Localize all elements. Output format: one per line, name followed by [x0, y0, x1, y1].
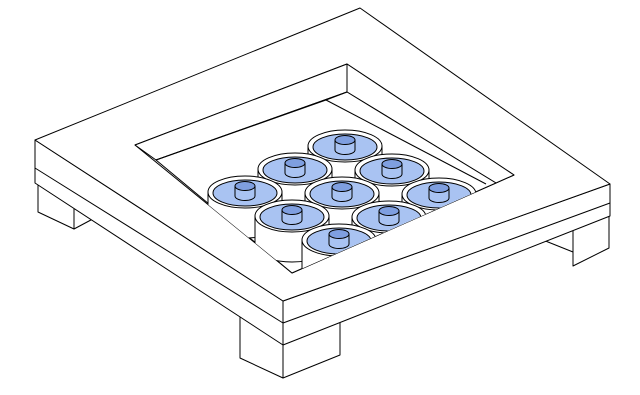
cup-r1-c1 — [307, 129, 383, 193]
frame-outer-walls — [34, 139, 611, 346]
cup-r2-c1 — [257, 152, 333, 216]
